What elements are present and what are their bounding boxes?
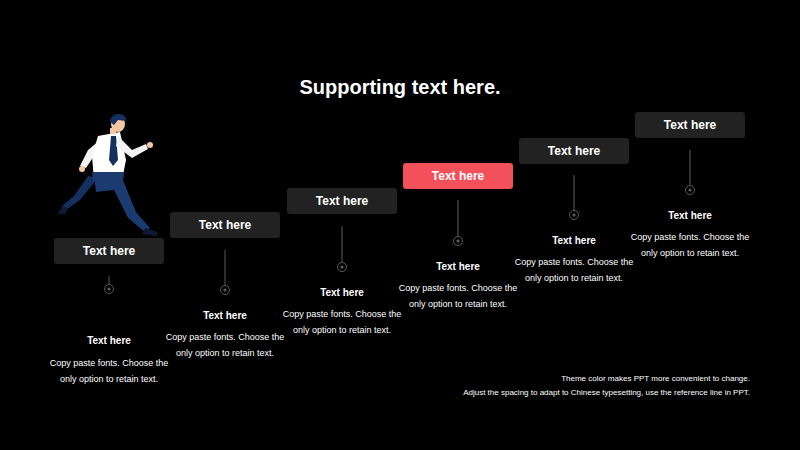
man-back-leg <box>62 176 98 210</box>
step-box: Text here <box>519 138 629 164</box>
footnote: Theme color makes PPT more convenient to… <box>330 372 750 386</box>
man-front-arm <box>116 136 148 158</box>
step-description: Copy paste fonts. Choose the only option… <box>160 329 290 361</box>
man-belt <box>92 172 124 181</box>
step-heading: Text here <box>509 234 639 248</box>
leader-dot <box>105 285 114 294</box>
leader-dots <box>105 186 695 295</box>
man-shoe <box>58 206 68 214</box>
highlight-step-box: Text here <box>403 163 513 189</box>
step-box: Text here <box>54 238 164 264</box>
leader-line <box>109 276 110 284</box>
leader-line <box>225 250 226 285</box>
step-description: Copy paste fonts. Choose the only option… <box>393 280 523 312</box>
step-description: Copy paste fonts. Choose the only option… <box>625 229 755 261</box>
man-tie <box>109 136 118 166</box>
step-label: Text here <box>432 169 484 183</box>
running-man <box>58 114 158 236</box>
step-description: Copy paste fonts. Choose the only option… <box>277 306 407 338</box>
step-heading: Text here <box>277 286 407 300</box>
step-label: Text here <box>316 194 368 208</box>
step-description: Copy paste fonts. Choose the only option… <box>509 254 639 286</box>
leader-dot <box>338 263 347 272</box>
step-description: Copy paste fonts. Choose the only option… <box>44 355 174 387</box>
footnote: Adjust the spacing to adapt to Chinese t… <box>330 386 750 400</box>
man-front-leg <box>94 176 150 232</box>
step-label: Text here <box>548 144 600 158</box>
slide-title: Supporting text here. <box>0 76 800 99</box>
step-box: Text here <box>287 188 397 214</box>
step-heading: Text here <box>393 260 523 274</box>
man-hair <box>110 114 126 125</box>
leader-line <box>690 150 691 185</box>
step-label: Text here <box>83 244 135 258</box>
leader-dot <box>570 211 579 220</box>
leader-line <box>574 175 575 210</box>
step-heading: Text here <box>160 309 290 323</box>
step-box: Text here <box>170 212 280 238</box>
leader-dot <box>221 286 230 295</box>
step-box: Text here <box>635 112 745 138</box>
man-shoe <box>142 228 158 236</box>
leader-line <box>458 200 459 236</box>
step-label: Text here <box>664 118 716 132</box>
leader-line <box>342 226 343 262</box>
step-label: Text here <box>199 218 251 232</box>
leader-dot <box>454 237 463 246</box>
leader-dot <box>686 186 695 195</box>
step-heading: Text here <box>625 209 755 223</box>
step-heading: Text here <box>44 334 174 348</box>
leader-lines <box>109 150 690 285</box>
